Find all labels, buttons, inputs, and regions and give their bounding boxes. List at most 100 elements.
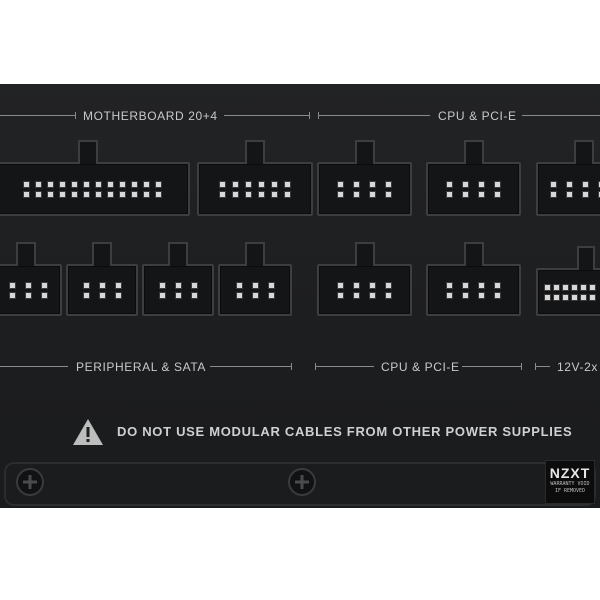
connector-pin xyxy=(478,190,485,198)
connector-pin xyxy=(544,283,551,291)
connector-pin xyxy=(353,190,360,198)
connector-pin xyxy=(251,291,259,299)
connector-pin xyxy=(553,293,560,301)
connector-pin xyxy=(34,180,42,188)
label-rule xyxy=(315,363,374,370)
connector-pin xyxy=(232,180,239,188)
connector-pin xyxy=(190,291,198,299)
connector-pin xyxy=(174,281,182,289)
nzxt-logo: NZXT xyxy=(549,465,591,481)
connector-pin xyxy=(40,281,48,289)
cpu-pcie-top-label: CPU & PCI-E xyxy=(438,109,517,123)
connector-pin xyxy=(22,180,30,188)
connector-pin xyxy=(8,281,16,289)
connector-pin xyxy=(58,190,66,198)
connector-pin xyxy=(232,190,239,198)
cpu-pcie-connector xyxy=(426,140,521,216)
connector-pin xyxy=(462,180,469,188)
label-rule xyxy=(224,112,310,119)
connector-pin xyxy=(550,190,557,198)
connector-pin xyxy=(258,180,265,188)
connector-pin xyxy=(462,190,469,198)
connector-pin xyxy=(34,190,42,198)
connector-pin xyxy=(353,180,360,188)
connector-pin xyxy=(494,180,501,188)
connector-pin xyxy=(245,180,252,188)
connector-pin xyxy=(589,283,596,291)
connector-pin xyxy=(70,180,78,188)
connector-pin xyxy=(98,291,106,299)
connector-pin xyxy=(118,190,126,198)
connector-pin xyxy=(142,180,150,188)
connector-pin xyxy=(494,281,501,289)
label-rule xyxy=(535,363,550,370)
connector-pin xyxy=(589,293,596,301)
connector-pin xyxy=(284,190,291,198)
connector-pin xyxy=(142,190,150,198)
connector-pin xyxy=(219,180,226,188)
connector-pin xyxy=(580,283,587,291)
warning-text: DO NOT USE MODULAR CABLES FROM OTHER POW… xyxy=(117,424,573,439)
connector-pin xyxy=(130,180,138,188)
connector-pin xyxy=(219,190,226,198)
cpu-pcie-connector xyxy=(317,242,412,316)
connector-pin xyxy=(544,293,551,301)
connector-pin xyxy=(571,283,578,291)
label-rule xyxy=(318,112,430,119)
connector-pin xyxy=(94,190,102,198)
connector-pin xyxy=(70,190,78,198)
cpu-pcie-connector xyxy=(426,242,521,316)
connector-pin xyxy=(446,281,453,289)
connector-pin xyxy=(154,180,162,188)
connector-pin xyxy=(385,281,392,289)
connector-pin xyxy=(271,180,278,188)
connector-pin xyxy=(580,293,587,301)
connector-pin xyxy=(114,291,122,299)
connector-pin xyxy=(82,190,90,198)
connector-pin xyxy=(98,281,106,289)
connector-pin xyxy=(337,180,344,188)
connector-pin xyxy=(385,190,392,198)
nzxt-warranty-badge: NZXT WARRANTY VOID IF REMOVED xyxy=(545,460,595,504)
connector-pin xyxy=(478,180,485,188)
connector-pin xyxy=(369,180,376,188)
connector-pin xyxy=(40,291,48,299)
screw-icon xyxy=(288,468,316,496)
connector-pin xyxy=(130,190,138,198)
connector-pin xyxy=(369,281,376,289)
motherboard-connector xyxy=(0,140,190,216)
label-rule xyxy=(522,115,600,116)
connector-pin xyxy=(337,281,344,289)
connector-pin xyxy=(190,281,198,289)
connector-pin xyxy=(553,283,560,291)
warranty-line-1: WARRANTY VOID xyxy=(550,481,590,487)
peripheral-connector xyxy=(142,242,214,316)
connector-pin xyxy=(158,281,166,289)
connector-pin xyxy=(550,180,557,188)
connector-pin xyxy=(46,190,54,198)
motherboard-4pin-connector xyxy=(197,140,313,216)
psu-panel: MOTHERBOARD 20+4 CPU & PCI-E PERIPHERAL xyxy=(0,84,600,508)
connector-pin xyxy=(154,190,162,198)
connector-pin xyxy=(82,291,90,299)
connector-pin xyxy=(24,281,32,289)
cpu-pcie-bottom-label: CPU & PCI-E xyxy=(381,360,460,374)
connector-pin xyxy=(58,180,66,188)
cpu-pcie-connector xyxy=(317,140,412,216)
connector-pin xyxy=(82,180,90,188)
connector-pin xyxy=(353,281,360,289)
warning-triangle-icon xyxy=(73,419,103,445)
connector-pin xyxy=(353,291,360,299)
connector-pin xyxy=(566,190,573,198)
connector-pin xyxy=(235,281,243,289)
connector-pin xyxy=(566,180,573,188)
connector-pin xyxy=(118,180,126,188)
peripheral-connector xyxy=(218,242,292,316)
screw-icon xyxy=(16,468,44,496)
connector-pin xyxy=(337,190,344,198)
peripheral-connector xyxy=(0,242,62,316)
connector-pin xyxy=(82,281,90,289)
connector-pin xyxy=(582,180,589,188)
cpu-pcie-connector xyxy=(536,140,600,216)
connector-pin xyxy=(369,190,376,198)
